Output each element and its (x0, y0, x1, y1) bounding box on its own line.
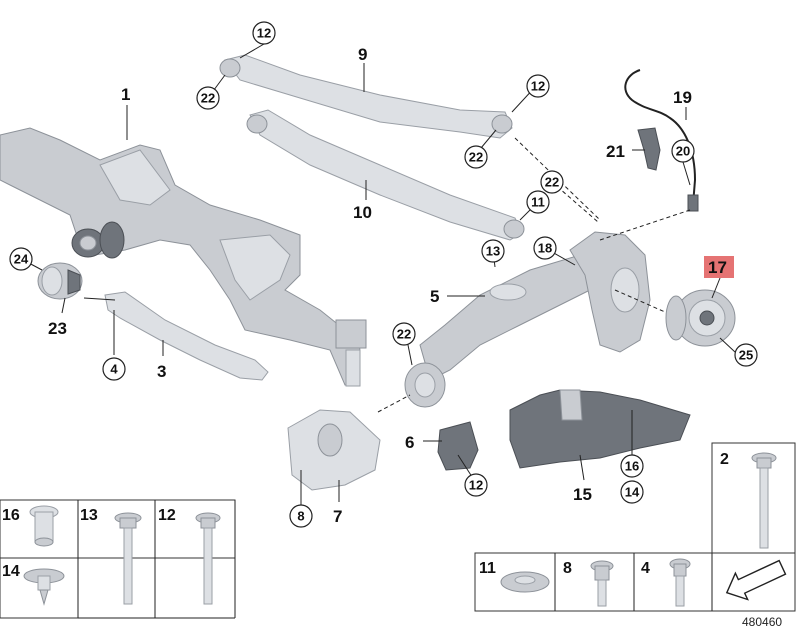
label-5: 5 (430, 287, 439, 306)
legend-label-13: 13 (80, 507, 98, 524)
callout-22-lower[interactable]: 22 (392, 322, 416, 346)
rear-axle-carrier-part (0, 127, 367, 387)
trailing-arm-part-5 (419, 254, 596, 381)
upper-control-arm-part-9 (219, 54, 513, 139)
lower-control-arm-part-10 (246, 109, 525, 241)
callout-12-lower[interactable]: 12 (464, 473, 488, 497)
callout-22-top-left[interactable]: 22 (196, 86, 220, 110)
wheel-hub-part-25 (665, 289, 736, 347)
svg-text:24: 24 (14, 252, 29, 267)
label-17: 17 (708, 258, 727, 277)
bolt-2-icon (751, 452, 777, 549)
svg-text:12: 12 (257, 26, 271, 41)
label-7: 7 (333, 507, 342, 526)
wheel-carrier-part-18 (569, 231, 651, 353)
callout-4[interactable]: 4 (102, 357, 126, 381)
svg-text:25: 25 (739, 348, 753, 363)
svg-text:20: 20 (676, 144, 690, 159)
callout-24[interactable]: 24 (9, 247, 33, 271)
callout-20[interactable]: 20 (671, 139, 695, 163)
legend-label-2: 2 (720, 451, 729, 468)
legend-label-12: 12 (158, 507, 176, 524)
svg-text:22: 22 (201, 91, 215, 106)
bracket-part-3 (104, 291, 269, 381)
arrow-icon (725, 559, 787, 601)
bolt-13-icon (114, 512, 142, 605)
callout-18[interactable]: 18 (533, 236, 557, 260)
washer-11-icon (500, 571, 550, 593)
label-1: 1 (121, 85, 130, 104)
legend-table-left: 16 13 12 14 (0, 499, 236, 619)
svg-text:16: 16 (625, 459, 639, 474)
legend-table-right: 2 11 8 4 (474, 442, 796, 612)
callout-12-top[interactable]: 12 (252, 21, 276, 45)
clip-fastener-16-icon (29, 505, 59, 547)
callout-25[interactable]: 25 (734, 343, 758, 367)
rubber-mount-part-6 (437, 421, 479, 471)
label-19: 19 (673, 88, 692, 107)
svg-text:4: 4 (110, 362, 118, 377)
bolt-4-icon (669, 558, 691, 607)
callout-11[interactable]: 11 (526, 190, 550, 214)
legend-label-11: 11 (479, 560, 496, 577)
label-21: 21 (606, 142, 625, 161)
svg-text:12: 12 (531, 79, 545, 94)
svg-text:18: 18 (538, 241, 552, 256)
legend-label-14: 14 (2, 563, 20, 580)
svg-text:22: 22 (397, 327, 411, 342)
circled-callouts: 12 22 12 22 22 11 13 18 20 25 22 12 16 1… (9, 21, 758, 528)
svg-text:8: 8 (297, 509, 304, 524)
label-23: 23 (48, 319, 67, 338)
bushing-part-24 (37, 262, 83, 300)
legend-label-4: 4 (641, 560, 650, 577)
label-9: 9 (358, 45, 367, 64)
svg-text:22: 22 (469, 150, 483, 165)
callout-12-right[interactable]: 12 (526, 74, 550, 98)
svg-text:22: 22 (545, 175, 559, 190)
mount-bracket-part-7 (287, 409, 381, 491)
nut-14-icon (23, 568, 65, 606)
callout-8[interactable]: 8 (289, 504, 313, 528)
callout-22-right[interactable]: 22 (540, 170, 564, 194)
svg-text:13: 13 (486, 244, 500, 259)
bolt-12-icon (195, 512, 221, 605)
label-15: 15 (573, 485, 592, 504)
legend-label-16: 16 (2, 507, 20, 524)
bushing-part-22 (404, 362, 446, 408)
callout-13[interactable]: 13 (481, 239, 505, 263)
label-10: 10 (353, 203, 372, 222)
callout-22-mid[interactable]: 22 (464, 145, 488, 169)
label-3: 3 (157, 362, 166, 381)
svg-text:12: 12 (469, 478, 483, 493)
protective-plate-part-15 (509, 389, 691, 469)
bolt-8-icon (590, 560, 614, 607)
label-6: 6 (405, 433, 414, 452)
callout-16[interactable]: 16 (620, 454, 644, 478)
legend-label-8: 8 (563, 560, 572, 577)
svg-text:14: 14 (625, 485, 640, 500)
part-number-labels: 1 9 10 19 21 5 6 7 3 23 15 (48, 45, 692, 526)
highlighted-part-17[interactable]: 17 (704, 256, 734, 278)
callout-14[interactable]: 14 (620, 480, 644, 504)
diagram-id: 480460 (742, 615, 782, 629)
svg-text:11: 11 (531, 195, 545, 210)
